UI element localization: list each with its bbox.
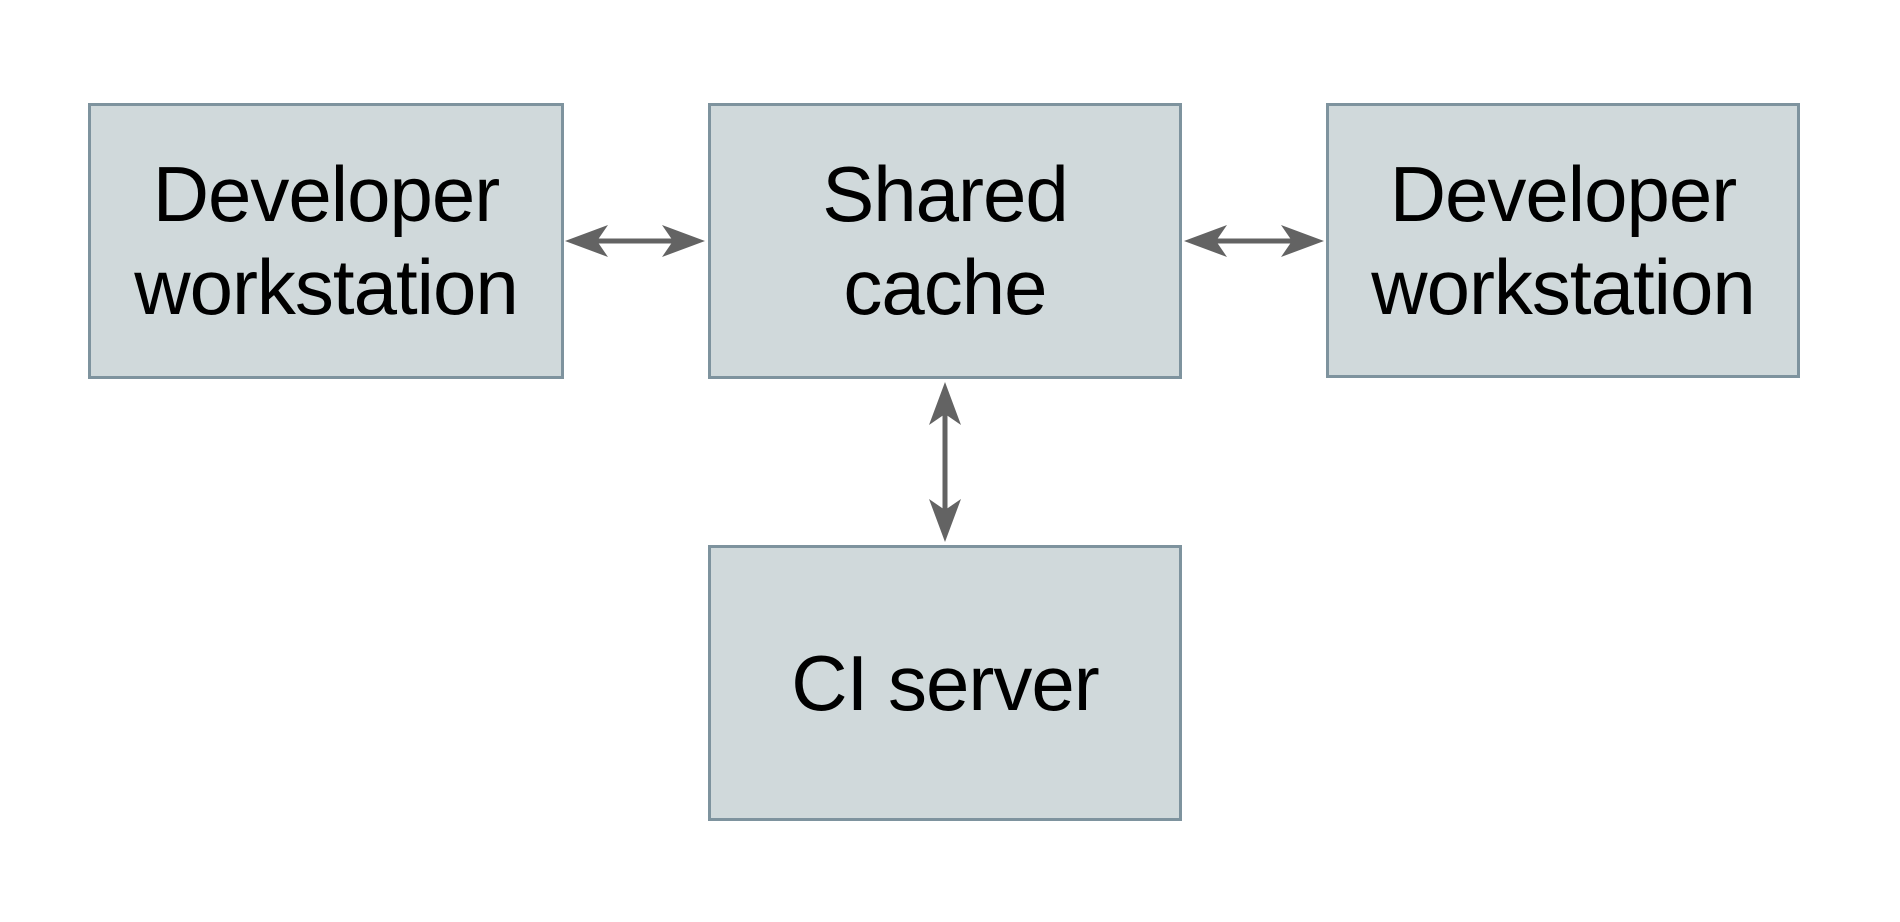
- node-label-line: Developer: [1389, 149, 1738, 238]
- node-ci-server: CI server: [708, 545, 1182, 821]
- node-label-line: Shared: [822, 150, 1069, 238]
- arrowhead-up-icon: [929, 382, 961, 425]
- arrowhead-right-icon: [662, 225, 705, 257]
- double-arrow-vertical-icon: [929, 382, 961, 542]
- node-shared-cache: Shared cache: [708, 103, 1182, 379]
- edge-left-workstation-shared-cache: [562, 215, 708, 267]
- node-label-line: CI server: [791, 638, 1099, 727]
- node-label-line: Developer: [152, 150, 501, 238]
- arrowhead-right-icon: [1281, 225, 1324, 257]
- edge-shared-cache-right-workstation: [1181, 215, 1327, 267]
- node-label-line: workstation: [1371, 242, 1755, 331]
- node-label-line: cache: [843, 243, 1047, 331]
- double-arrow-horizontal-icon: [565, 225, 705, 257]
- double-arrow-horizontal-icon: [1184, 225, 1324, 257]
- arrowhead-left-icon: [565, 225, 608, 257]
- node-developer-workstation-left: Developer workstation: [88, 103, 564, 379]
- node-developer-workstation-right: Developer workstation: [1326, 103, 1800, 378]
- arrowhead-down-icon: [929, 499, 961, 542]
- edge-shared-cache-ci-server: [919, 379, 971, 545]
- arrowhead-left-icon: [1184, 225, 1227, 257]
- node-label-line: workstation: [134, 243, 518, 331]
